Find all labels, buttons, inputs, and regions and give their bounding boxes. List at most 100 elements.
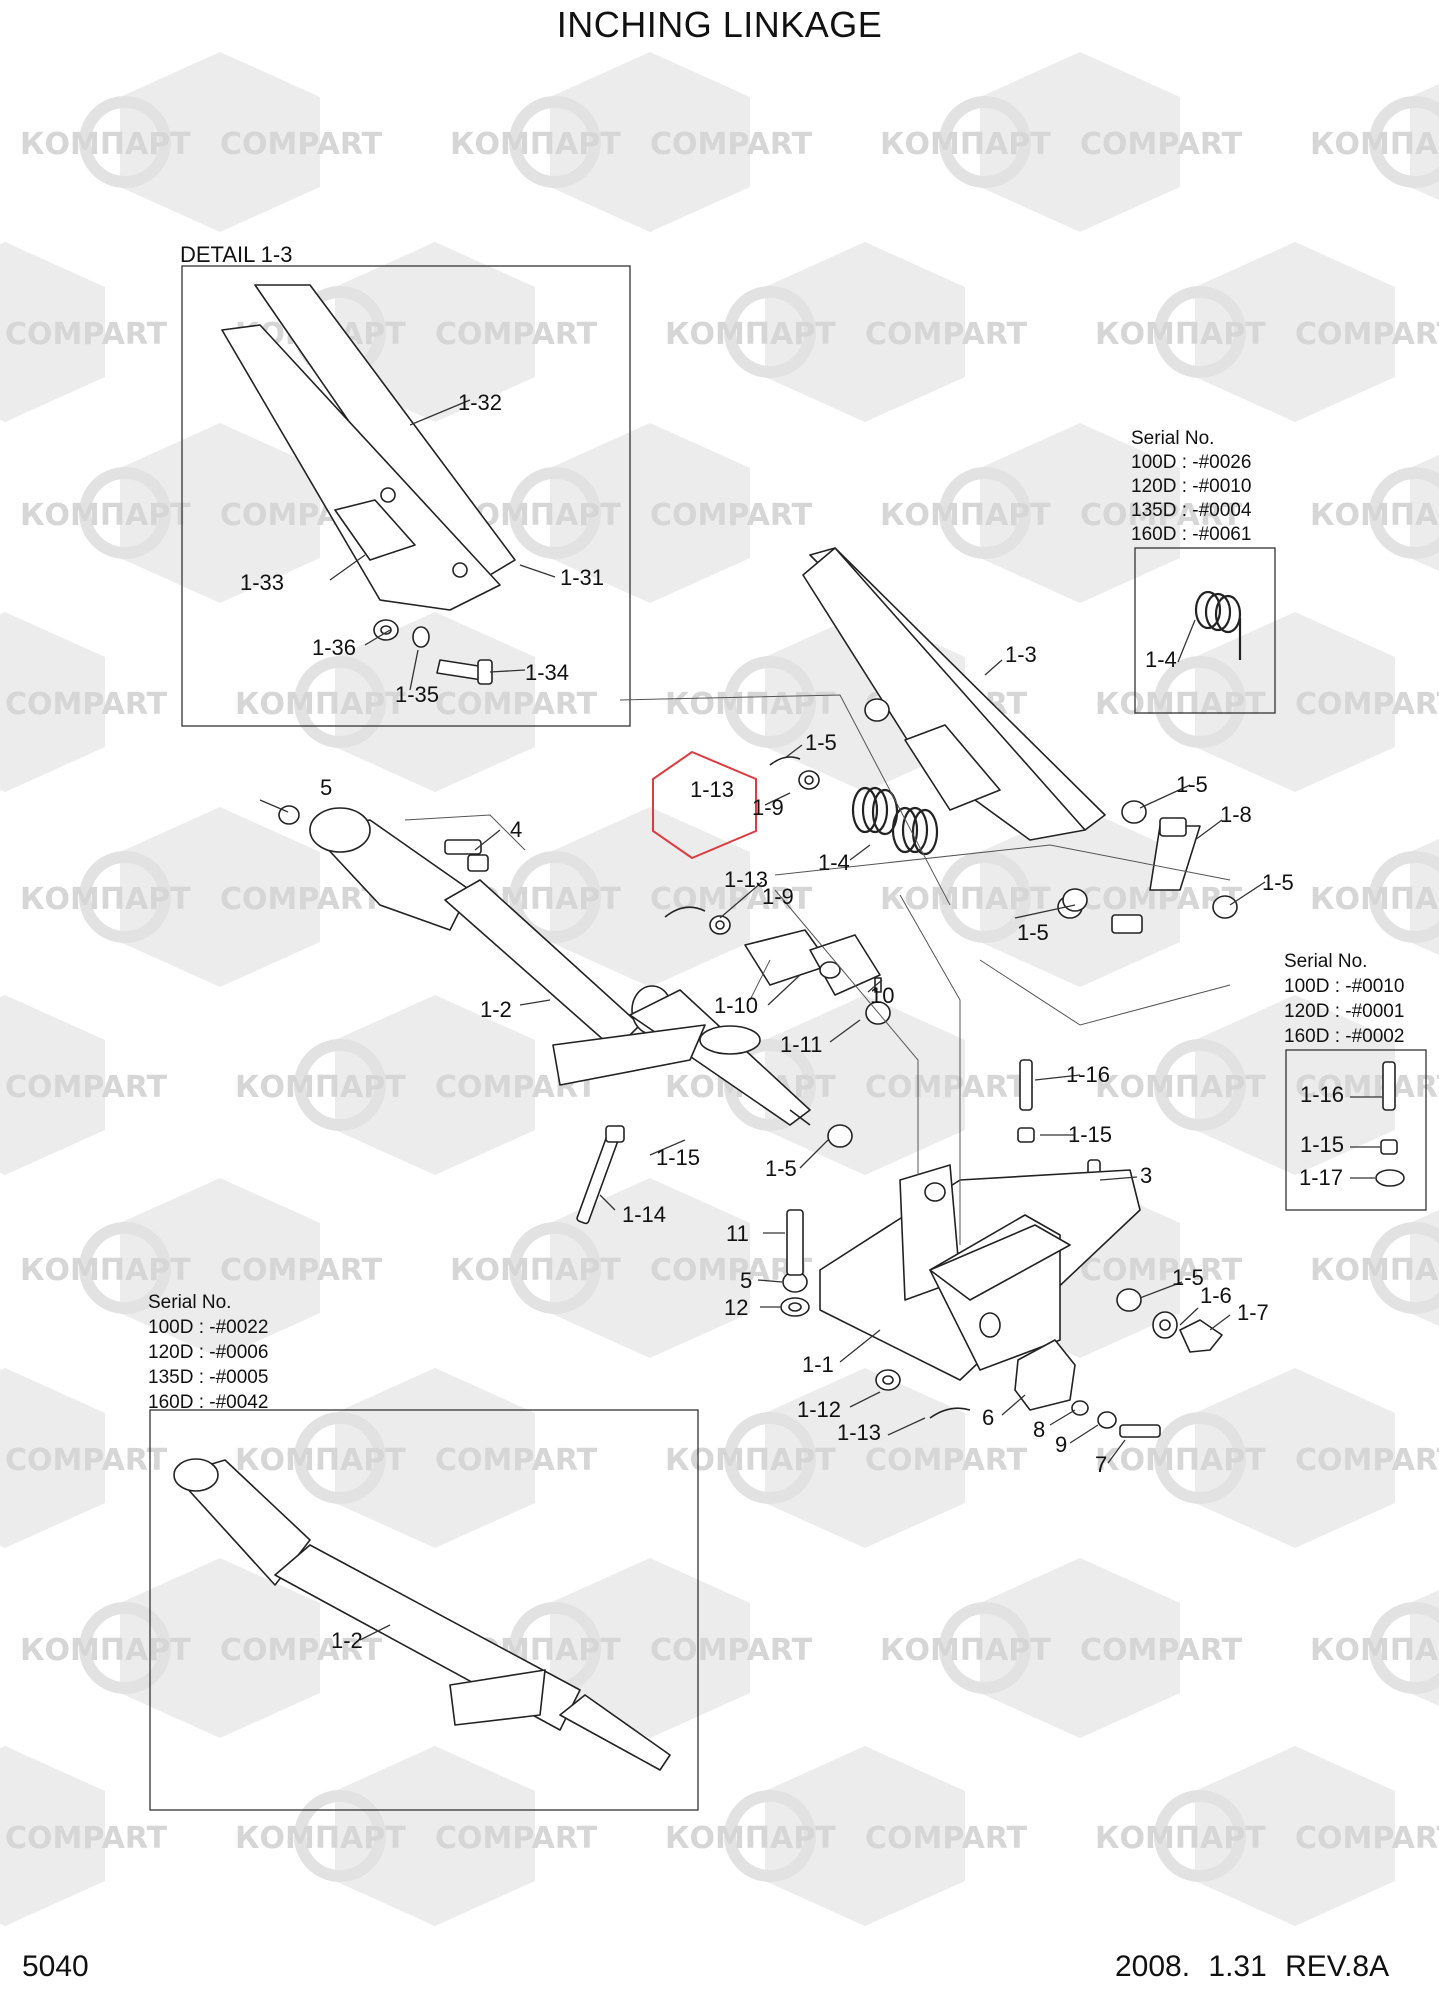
watermark-text-latin: COMPART [220, 127, 383, 162]
callout-label: 1-3 [1005, 642, 1037, 667]
watermark-text-cyrillic: КОМПАРТ [1095, 1821, 1266, 1856]
watermark-text-latin: COMPART [5, 1443, 168, 1478]
callout-label: 11 [726, 1221, 749, 1246]
serial-box-3: Serial No. 100D : -#0022 120D : -#0006 1… [148, 1292, 268, 1413]
serial-frame-3 [149, 1409, 699, 1811]
callout-label: 1-8 [1220, 802, 1252, 827]
callout-label: 1-16 [1300, 1082, 1344, 1107]
watermark-text-cyrillic: КОМПАРТ [235, 1443, 406, 1478]
callout-label: 1-9 [752, 795, 784, 820]
callout-label: 1-2 [480, 997, 512, 1022]
watermark-text-cyrillic: КОМПАРТ [235, 687, 406, 722]
page-number: 5040 [22, 1950, 89, 1983]
watermark-text-cyrillic: КОМПАРТ [880, 882, 1051, 917]
highlight-hexagon [652, 750, 757, 860]
spring-part [851, 590, 1242, 856]
watermark-text-cyrillic: КОМПАРТ [1095, 1070, 1266, 1105]
watermark-text-latin: COMPART [865, 1821, 1028, 1856]
watermark-text-cyrillic: КОМПАРТ [235, 1821, 406, 1856]
serial-line: 160D : -#0042 [148, 1392, 268, 1413]
callout-label: 1-31 [560, 565, 604, 590]
watermark-text-latin: COMPART [220, 1253, 383, 1288]
part-drawings [173, 284, 1405, 1771]
watermark-text-latin: COMPART [1080, 1253, 1243, 1288]
watermark-text-latin: COMPART [1080, 498, 1243, 533]
clevis-part [744, 929, 881, 996]
watermark-text-cyrillic: КОМПАРТ [665, 317, 836, 352]
watermark-text-latin: COMPART [1295, 687, 1439, 722]
watermark-text-cyrillic: КОМПАРТ [1310, 1633, 1439, 1668]
callout-label: 6 [982, 1405, 994, 1430]
callout-label: 1-5 [1172, 1265, 1204, 1290]
watermark-text-cyrillic: КОМПАРТ [235, 1070, 406, 1105]
watermark-text-cyrillic: КОМПАРТ [20, 1633, 191, 1668]
callout-label: 3 [1140, 1163, 1152, 1188]
watermark-text-latin: COMPART [1295, 317, 1439, 352]
detail-1-3-frame [181, 265, 631, 727]
callout-label: 1-34 [525, 660, 569, 685]
watermark-text-cyrillic: КОМПАРТ [20, 1253, 191, 1288]
watermark-text-cyrillic: КОМПАРТ [665, 1821, 836, 1856]
callout-label: 1-7 [1237, 1300, 1269, 1325]
watermark-text-latin: COMPART [220, 1633, 383, 1668]
callout-label: 1-5 [805, 730, 837, 755]
watermark-text-latin: COMPART [650, 127, 813, 162]
serial-frame-1 [1134, 547, 1276, 714]
callout-label: 10 [870, 983, 894, 1008]
callout-label: 1-15 [656, 1145, 700, 1170]
watermark-text-latin: COMPART [1295, 1070, 1439, 1105]
serial-heading: Serial No. [1131, 428, 1214, 449]
watermark-tile: КОМПАРТ COMPART [20, 1558, 383, 1738]
watermark-text-latin: COMPART [5, 687, 168, 722]
watermark-text-cyrillic: КОМПАРТ [880, 1633, 1051, 1668]
watermark-text-cyrillic: КОМПАРТ [1095, 1443, 1266, 1478]
main-pedal-part [802, 547, 1238, 934]
callout-label: 4 [510, 817, 522, 842]
callout-label: 1-2 [331, 1628, 363, 1653]
watermark-text-cyrillic: КОМПАРТ [20, 882, 191, 917]
watermark-text-latin: COMPART [650, 498, 813, 533]
watermark-tile: КОМПАРТ COMPART [1095, 1368, 1439, 1548]
callout-label: 1-12 [797, 1397, 841, 1422]
callout-label: 1-4 [1145, 647, 1177, 672]
callout-label: 5 [740, 1268, 752, 1293]
callout-label: 1-13 [724, 867, 768, 892]
callout-label: 1-14 [622, 1202, 666, 1227]
watermark-text-cyrillic: КОМПАРТ [1310, 882, 1439, 917]
watermark-text-cyrillic: КОМПАРТ [20, 498, 191, 533]
watermark-tile: КОМПАРТ COMPART [20, 52, 383, 232]
watermark-text-latin: COMPART [1295, 1443, 1439, 1478]
callout-label: 1-32 [458, 390, 502, 415]
watermark-text-latin: COMPART [5, 1070, 168, 1105]
callout-label: 1-13 [837, 1420, 881, 1445]
watermark-text-cyrillic: КОМПАРТ [20, 127, 191, 162]
callout-label: 1-11 [780, 1032, 822, 1057]
watermark-text-latin: COMPART [5, 317, 168, 352]
watermark-text-cyrillic: КОМПАРТ [450, 1253, 621, 1288]
callout-label: 1-17 [1299, 1165, 1343, 1190]
watermark-text-latin: COMPART [865, 317, 1028, 352]
